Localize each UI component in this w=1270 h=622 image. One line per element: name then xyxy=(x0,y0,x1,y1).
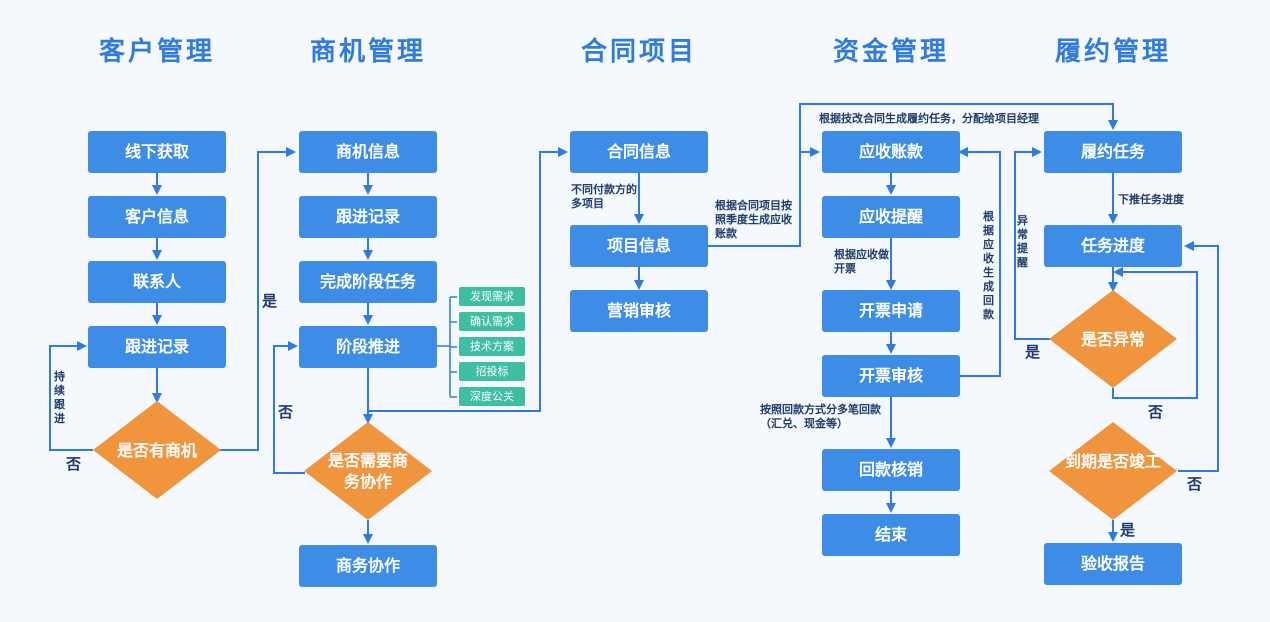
loop-label: 持续跟进 xyxy=(54,370,65,425)
stage-tag: 发现需求 xyxy=(459,287,525,306)
no-label: 否 xyxy=(278,403,294,421)
decision-abnormal xyxy=(1049,290,1177,388)
side-note-repay: 根据应收生成回款 xyxy=(983,210,994,321)
step-project-info: 项目信息 xyxy=(570,225,708,267)
column-header-finance: 资金管理 xyxy=(832,37,949,67)
step-end: 结束 xyxy=(822,514,960,556)
step-offline-acquire: 线下获取 xyxy=(88,131,226,173)
step-business-collab: 商务协作 xyxy=(299,545,437,587)
step-acceptance-report: 验收报告 xyxy=(1044,543,1182,585)
stage-tag: 招投标 xyxy=(459,362,525,381)
decision-abnormal-label: 是否异常 xyxy=(1080,330,1145,349)
stage-tag: 深度公关 xyxy=(459,387,525,406)
no-label: 否 xyxy=(66,455,82,473)
decision-need-collab xyxy=(304,422,432,520)
note-repayment: 按照回款方式分多笔回款（汇兑、现金等） xyxy=(760,403,881,430)
arrow xyxy=(1178,241,1219,472)
note-multi-project: 不同付款方的多项目 xyxy=(571,183,637,210)
yes-label: 是 xyxy=(1025,343,1041,361)
arrow xyxy=(273,341,305,474)
column-header-customer: 客户管理 xyxy=(98,37,215,67)
step-invoice-apply: 开票申请 xyxy=(822,290,960,332)
decision-completed-label: 到期是否竣工 xyxy=(1064,452,1161,471)
no-label: 否 xyxy=(1187,475,1203,493)
yes-label: 是 xyxy=(262,292,278,310)
step-contract-info: 合同信息 xyxy=(570,131,708,173)
step-follow-record-2: 跟进记录 xyxy=(299,196,437,238)
step-opportunity-info: 商机信息 xyxy=(299,131,437,173)
alert-note: 异常提醒 xyxy=(1017,214,1028,269)
step-invoice-review: 开票审核 xyxy=(822,355,960,397)
step-follow-record: 跟进记录 xyxy=(88,326,226,368)
step-customer-info: 客户信息 xyxy=(88,196,226,238)
note-push-progress: 下推任务进度 xyxy=(1118,193,1184,206)
step-stage-advance: 阶段推进 xyxy=(299,326,437,368)
arrow xyxy=(708,147,820,247)
step-stage-tasks: 完成阶段任务 xyxy=(299,261,437,303)
no-label: 否 xyxy=(1148,403,1164,421)
decision-has-opportunity-label: 是否有商机 xyxy=(116,441,197,460)
column-header-opportunity: 商机管理 xyxy=(309,37,426,67)
note-generate-task: 根据技改合同生成履约任务，分配给项目经理 xyxy=(819,112,1039,125)
yes-label: 是 xyxy=(1120,521,1136,539)
note-invoice: 根据应收做开票 xyxy=(834,248,889,275)
decision-completed xyxy=(1049,422,1177,520)
stage-tag: 确认需求 xyxy=(459,312,525,331)
column-header-contract: 合同项目 xyxy=(580,37,697,67)
step-contact: 联系人 xyxy=(88,261,226,303)
arrow xyxy=(1014,147,1050,340)
arrow xyxy=(799,103,1118,152)
step-receivable: 应收账款 xyxy=(822,131,960,173)
arrow xyxy=(958,147,1001,377)
decision-has-opportunity xyxy=(93,401,221,499)
arrow xyxy=(220,147,296,451)
step-task-progress: 任务进度 xyxy=(1044,225,1182,267)
arrow xyxy=(368,147,568,412)
note-generate-receivable: 根据合同项目按照季度生成应收账款 xyxy=(715,199,792,240)
column-header-fulfillment: 履约管理 xyxy=(1054,37,1171,67)
arrow xyxy=(1112,267,1198,399)
decision-need-collab-label: 是否需要商务协作 xyxy=(327,451,408,491)
stage-tag: 技术方案 xyxy=(459,337,525,356)
step-fulfillment-task: 履约任务 xyxy=(1044,131,1182,173)
step-marketing-review: 营销审核 xyxy=(570,290,708,332)
step-repayment-verify: 回款核销 xyxy=(822,449,960,491)
arrow xyxy=(49,341,93,451)
step-receivable-alert: 应收提醒 xyxy=(822,196,960,238)
